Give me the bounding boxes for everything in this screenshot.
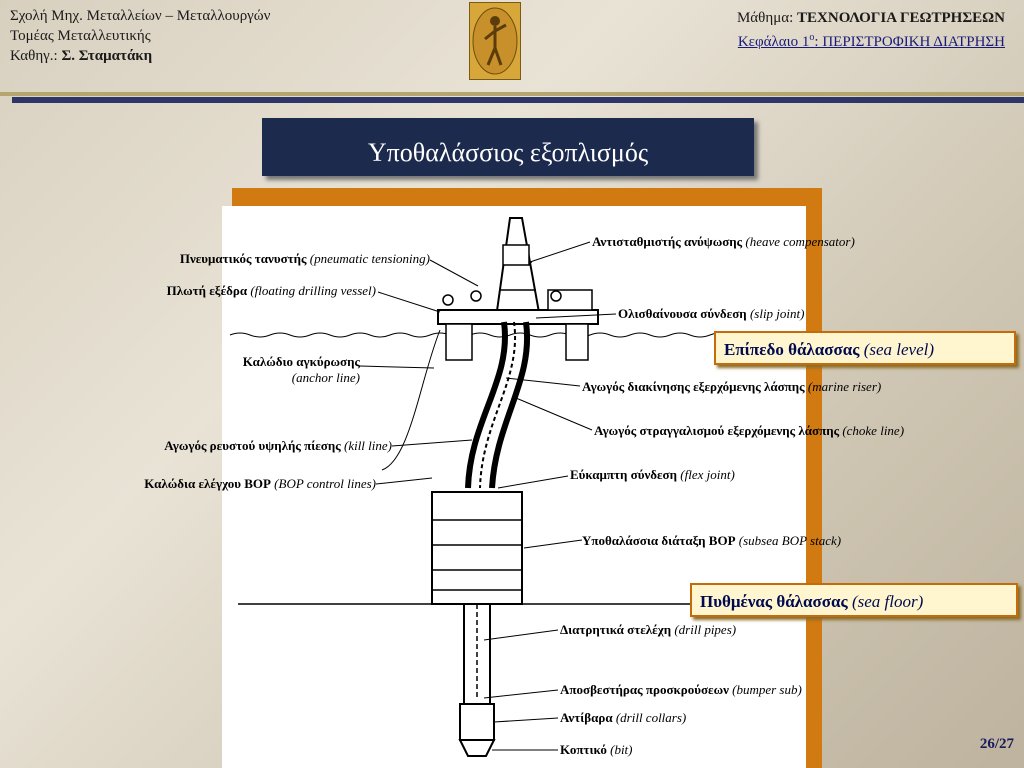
sea-floor-badge: Πυθμένας θάλασσας (sea floor): [690, 583, 1018, 617]
university-logo: [469, 2, 521, 80]
marine-riser: [465, 321, 508, 489]
header-divider-accent: [12, 97, 1024, 103]
label-flex-joint: Εύκαμπτη σύνδεση (flex joint): [570, 467, 735, 482]
anchor-line: [381, 329, 441, 471]
course-name: ΤΕΧΝΟΛΟΓΙΑ ΓΕΩΤΡΗΣΕΩΝ: [797, 10, 1005, 26]
label-heave-compensator: Αντισταθμιστής ανύψωσης (heave compensat…: [592, 234, 855, 249]
label-drill-collars: Αντίβαρα (drill collars): [560, 710, 687, 725]
professor-line: Καθηγ.: Σ. Σταματάκη: [10, 48, 153, 64]
derrick: [495, 217, 541, 319]
bop-stack: [431, 491, 523, 605]
school-header: Σχολή Μηχ. Μεταλλείων – Μεταλλουργών Τομ…: [10, 6, 270, 66]
label-drill-pipes: Διατρητικά στελέχη (drill pipes): [560, 622, 737, 637]
label-bumper-sub: Αποσβεστήρας προσκρούσεων (bumper sub): [560, 682, 802, 697]
course-header: Μάθημα: ΤΕΧΝΟΛΟΓΙΑ ΓΕΩΤΡΗΣΕΩΝ Κεφάλαιο 1…: [737, 8, 1005, 52]
label-subsea-bop-stack: Υποθαλάσσια διάταξη BOP (subsea BOP stac…: [582, 533, 842, 548]
page-number: 26/27: [979, 736, 1014, 752]
heave-compensator-block: [502, 244, 530, 266]
drill-collars: [459, 703, 495, 741]
chapter-link[interactable]: Κεφάλαιο 1ο: ΠΕΡΙΣΤΡΟΦΙΚΗ ΔΙΑΤΡΗΣΗ: [737, 32, 1005, 50]
diagram-panel: [222, 206, 806, 768]
label-bop-control-lines: Καλώδια ελέγχου BOP (BOP control lines): [144, 476, 376, 491]
vessel-pontoon-left: [445, 323, 473, 361]
vessel-pontoon-right: [565, 323, 589, 361]
label-slip-joint: Ολισθαίνουσα σύνδεση (slip joint): [618, 306, 805, 321]
label-anchor-line: Καλώδιο αγκύρωσης(anchor line): [242, 354, 360, 385]
school-name: Σχολή Μηχ. Μεταλλείων – Μεταλλουργών: [10, 8, 271, 24]
logo-figure-icon: [472, 7, 518, 75]
course-line: Μάθημα: ΤΕΧΝΟΛΟΓΙΑ ΓΕΩΤΡΗΣΕΩΝ: [736, 10, 1005, 26]
sea-level-badge: Επίπεδο θάλασσας (sea level): [714, 331, 1016, 365]
label-choke-line: Αγωγός στραγγαλισμού εξερχόμενης λάσπης …: [594, 423, 905, 438]
header-divider: [0, 92, 1024, 96]
drill-bit: [458, 739, 496, 757]
sea-level-line: [229, 332, 791, 338]
slide-title: Υποθαλάσσιος εξοπλισμός: [262, 118, 754, 176]
vessel-deck: [437, 309, 599, 325]
department-name: Τομέας Μεταλλευτικής: [10, 28, 151, 44]
label-kill-line: Αγωγός ρευστού υψηλής πίεσης (kill line): [164, 438, 392, 453]
label-pneumatic-tensioning: Πνευματικός τανυστής (pneumatic tensioni…: [179, 251, 430, 266]
label-floating-drilling-vessel: Πλωτή εξέδρα (floating drilling vessel): [166, 283, 376, 298]
label-marine-riser: Αγωγός διακίνησης εξερχόμενης λάσπης (ma…: [582, 379, 882, 394]
professor-name: Σ. Σταματάκη: [61, 48, 153, 64]
label-bit: Κοπτικό (bit): [560, 742, 633, 757]
